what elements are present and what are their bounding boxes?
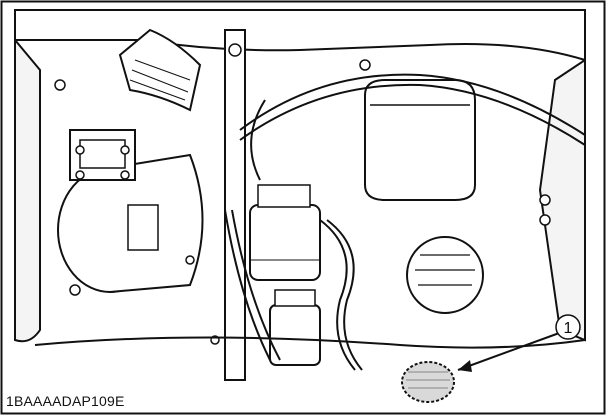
figure-caption: 1BAAAADAP109E [6, 393, 125, 409]
air-cleaner [57, 129, 204, 293]
fuel-filter [249, 184, 321, 281]
reserve-tank [364, 79, 476, 201]
right-side-wall [538, 58, 586, 342]
bottom-cover [34, 336, 586, 349]
water-separator [269, 289, 321, 366]
callout-leader [457, 331, 563, 372]
callout-1: 1 [555, 314, 581, 340]
alternator [406, 236, 484, 314]
hoses [224, 73, 586, 371]
support-bar [224, 29, 246, 381]
drain-cup-highlight [401, 361, 455, 403]
callout-number: 1 [564, 320, 573, 337]
air-intake-duct [118, 28, 202, 112]
mounting-bolts [54, 59, 551, 345]
left-side-wall [14, 37, 41, 343]
